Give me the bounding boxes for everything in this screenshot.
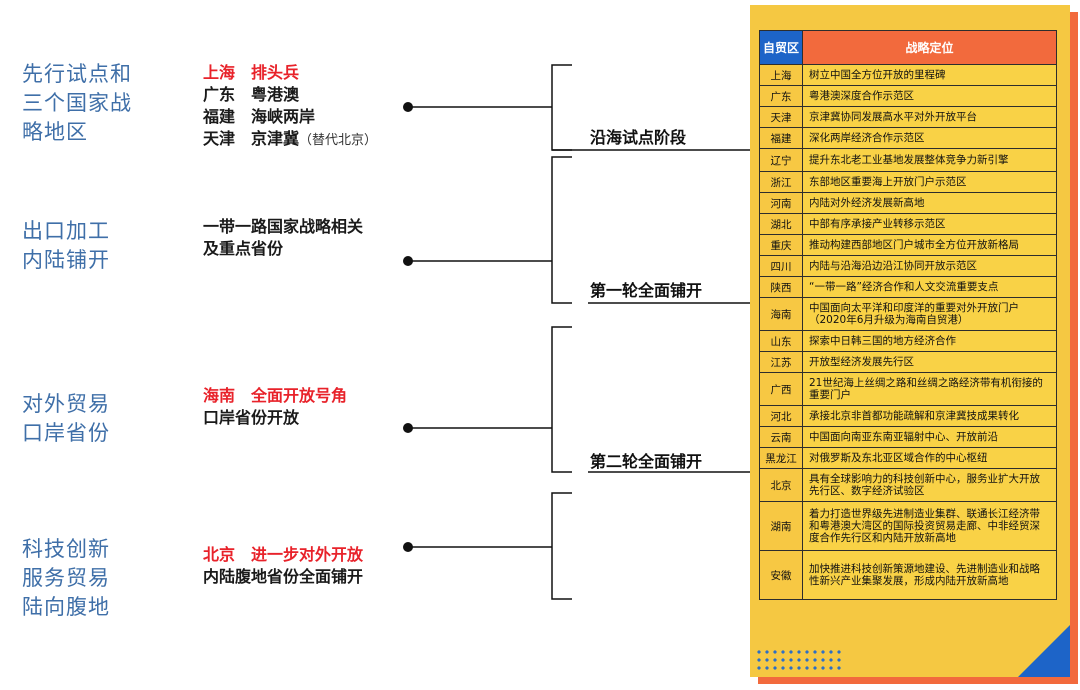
table-row: 天津京津冀协同发展高水平对外开放平台 [759, 106, 1057, 128]
table-row: 黑龙江对俄罗斯及东北亚区域合作的中心枢纽 [759, 447, 1057, 469]
table-header-row: 自贸区 战略定位 [759, 30, 1057, 65]
table-cell-positioning: 东部地区重要海上开放门户示范区 [802, 171, 1057, 193]
table-cell-region: 黑龙江 [759, 447, 803, 469]
header-positioning: 战略定位 [802, 30, 1057, 65]
table-cell-positioning: 推动构建西部地区门户城市全方位开放新格局 [802, 234, 1057, 256]
category-3: 对外贸易口岸省份 [22, 392, 110, 445]
ftz-table: 自贸区 战略定位 上海树立中国全方位开放的里程碑广东粤港澳深度合作示范区天津京津… [759, 30, 1057, 600]
group-1-line3: 福建 海峡两岸 [203, 107, 316, 126]
group-2-line2: 及重点省份 [203, 239, 284, 258]
table-row: 湖南着力打造世界级先进制造业集群、联通长江经济带和粤港澳大湾区的国际投资贸易走廊… [759, 501, 1057, 551]
table-cell-positioning: 中国面向南亚东南亚辐射中心、开放前沿 [802, 426, 1057, 448]
table-cell-positioning: 深化两岸经济合作示范区 [802, 127, 1057, 149]
table-cell-positioning: 中部有序承接产业转移示范区 [802, 213, 1057, 235]
table-row: 河北承接北京非首都功能疏解和京津冀技成果转化 [759, 405, 1057, 427]
header-region: 自贸区 [759, 30, 803, 65]
table-row: 河南内陆对外经济发展新高地 [759, 192, 1057, 214]
dot-pattern [755, 648, 845, 672]
table-row: 山东探索中日韩三国的地方经济合作 [759, 330, 1057, 352]
table-cell-positioning: 着力打造世界级先进制造业集群、联通长江经济带和粤港澳大湾区的国际投资贸易走廊、中… [802, 501, 1057, 551]
table-cell-positioning: “一带一路”经济合作和人文交流重要支点 [802, 276, 1057, 298]
group-4: 北京 进一步对外开放 内陆腹地省份全面铺开 [203, 544, 363, 588]
table-row: 辽宁提升东北老工业基地发展整体竞争力新引擎 [759, 148, 1057, 172]
group-3: 海南 全面开放号角 口岸省份开放 [203, 385, 347, 429]
category-1: 先行试点和三个国家战略地区 [22, 62, 132, 144]
stage-label-3: 第二轮全面铺开 [590, 452, 703, 471]
table-cell-region: 河北 [759, 405, 803, 427]
table-cell-positioning: 21世纪海上丝绸之路和丝绸之路经济带有机衔接的重要门户 [802, 372, 1057, 406]
table-cell-positioning: 承接北京非首都功能疏解和京津冀技成果转化 [802, 405, 1057, 427]
stage-label-2: 第一轮全面铺开 [590, 281, 703, 300]
table-row: 陕西“一带一路”经济合作和人文交流重要支点 [759, 276, 1057, 298]
table-cell-region: 广东 [759, 85, 803, 107]
group-3-lead: 海南 全面开放号角 [203, 386, 348, 405]
table-cell-region: 四川 [759, 255, 803, 277]
node-dot-1 [403, 102, 413, 112]
table-cell-region: 重庆 [759, 234, 803, 256]
group-3-line2: 口岸省份开放 [203, 408, 300, 427]
table-cell-region: 辽宁 [759, 148, 803, 172]
table-cell-region: 上海 [759, 64, 803, 86]
table-row: 北京具有全球影响力的科技创新中心，服务业扩大开放先行区、数字经济试验区 [759, 468, 1057, 502]
table-row: 湖北中部有序承接产业转移示范区 [759, 213, 1057, 235]
table-cell-positioning: 探索中日韩三国的地方经济合作 [802, 330, 1057, 352]
node-dot-2 [403, 256, 413, 266]
table-row: 广东粤港澳深度合作示范区 [759, 85, 1057, 107]
table-cell-positioning: 具有全球影响力的科技创新中心，服务业扩大开放先行区、数字经济试验区 [802, 468, 1057, 502]
table-row: 浙江东部地区重要海上开放门户示范区 [759, 171, 1057, 193]
group-1-line2: 广东 粤港澳 [203, 85, 300, 104]
table-row: 安徽加快推进科技创新策源地建设、先进制造业和战略性新兴产业集聚发展，形成内陆开放… [759, 550, 1057, 600]
table-row: 江苏开放型经济发展先行区 [759, 351, 1057, 373]
category-4: 科技创新服务贸易陆向腹地 [22, 537, 110, 619]
table-cell-region: 河南 [759, 192, 803, 214]
table-row: 上海树立中国全方位开放的里程碑 [759, 64, 1057, 86]
group-1-line4-text: 天津 京津冀 [203, 129, 300, 148]
table-cell-positioning: 树立中国全方位开放的里程碑 [802, 64, 1057, 86]
table-cell-region: 云南 [759, 426, 803, 448]
table-row: 海南中国面向太平洋和印度洋的重要对外开放门户（2020年6月升级为海南自贸港） [759, 297, 1057, 331]
table-cell-region: 广西 [759, 372, 803, 406]
table-cell-region: 湖北 [759, 213, 803, 235]
table-cell-region: 陕西 [759, 276, 803, 298]
table-cell-positioning: 开放型经济发展先行区 [802, 351, 1057, 373]
table-cell-positioning: 加快推进科技创新策源地建设、先进制造业和战略性新兴产业集聚发展，形成内陆开放新高… [802, 550, 1057, 600]
table-cell-region: 海南 [759, 297, 803, 331]
table-cell-region: 福建 [759, 127, 803, 149]
table-cell-region: 湖南 [759, 501, 803, 551]
node-dot-3 [403, 423, 413, 433]
table-row: 福建深化两岸经济合作示范区 [759, 127, 1057, 149]
table-row: 重庆推动构建西部地区门户城市全方位开放新格局 [759, 234, 1057, 256]
table-cell-positioning: 提升东北老工业基地发展整体竞争力新引擎 [802, 148, 1057, 172]
category-2: 出口加工内陆铺开 [22, 219, 110, 272]
table-cell-region: 北京 [759, 468, 803, 502]
corner-triangle [1018, 625, 1070, 677]
table-cell-region: 安徽 [759, 550, 803, 600]
group-2: 一带一路国家战略相关 及重点省份 [203, 216, 363, 260]
group-1-lead: 上海 排头兵 [203, 63, 300, 82]
table-cell-positioning: 对俄罗斯及东北亚区域合作的中心枢纽 [802, 447, 1057, 469]
group-1: 上海 排头兵 广东 粤港澳 福建 海峡两岸 天津 京津冀（替代北京） [203, 62, 377, 152]
group-1-note: （替代北京） [299, 133, 378, 148]
table-cell-positioning: 内陆与沿海沿边沿江协同开放示范区 [802, 255, 1057, 277]
table-cell-positioning: 京津冀协同发展高水平对外开放平台 [802, 106, 1057, 128]
node-dot-4 [403, 542, 413, 552]
table-cell-positioning: 粤港澳深度合作示范区 [802, 85, 1057, 107]
table-cell-region: 天津 [759, 106, 803, 128]
table-cell-region: 浙江 [759, 171, 803, 193]
group-1-line4: 天津 京津冀（替代北京） [203, 128, 377, 152]
table-row: 云南中国面向南亚东南亚辐射中心、开放前沿 [759, 426, 1057, 448]
group-4-lead: 北京 进一步对外开放 [203, 545, 364, 564]
table-cell-region: 江苏 [759, 351, 803, 373]
table-row: 四川内陆与沿海沿边沿江协同开放示范区 [759, 255, 1057, 277]
table-cell-positioning: 中国面向太平洋和印度洋的重要对外开放门户（2020年6月升级为海南自贸港） [802, 297, 1057, 331]
table-cell-region: 山东 [759, 330, 803, 352]
stage-label-1: 沿海试点阶段 [590, 128, 687, 147]
group-2-line1: 一带一路国家战略相关 [203, 217, 364, 236]
table-cell-positioning: 内陆对外经济发展新高地 [802, 192, 1057, 214]
group-4-line2: 内陆腹地省份全面铺开 [203, 567, 364, 586]
